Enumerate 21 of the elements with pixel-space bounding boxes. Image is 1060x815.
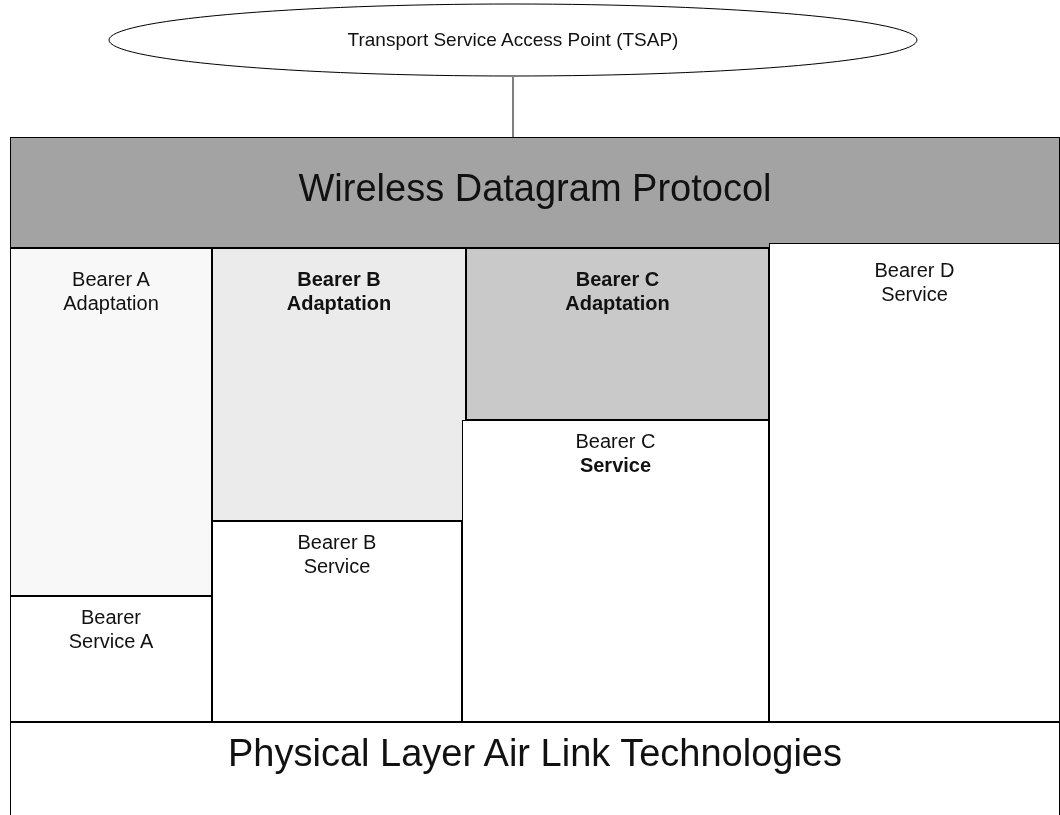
protocol-layer-box	[10, 137, 1060, 248]
layer-label: Transport Service Access Point (TSAP)	[347, 28, 679, 52]
bearer-service-box	[769, 243, 1060, 722]
layer-label: Wireless Datagram Protocol	[298, 166, 772, 211]
layer-label: Bearer D Service	[873, 258, 956, 306]
layer-label: Bearer C Service	[574, 429, 657, 477]
adaptation-box	[10, 248, 212, 596]
connector-line	[512, 76, 514, 138]
layer-label: Bearer A Adaptation	[62, 267, 160, 315]
access-point-ellipse	[108, 3, 918, 77]
layer-label: Physical Layer Air Link Technologies	[228, 731, 842, 776]
bearer-service-box	[10, 596, 212, 722]
layer-label: Bearer B Adaptation	[285, 267, 393, 315]
adaptation-box	[212, 248, 466, 521]
bearer-service-box	[462, 420, 769, 722]
physical-layer-box	[10, 722, 1060, 815]
layer-label: Bearer Service A	[67, 605, 155, 653]
layer-label: Bearer C Adaptation	[564, 267, 671, 315]
layer-label: Bearer B Service	[296, 530, 378, 578]
bearer-service-box	[212, 521, 462, 722]
adaptation-box	[466, 248, 769, 420]
